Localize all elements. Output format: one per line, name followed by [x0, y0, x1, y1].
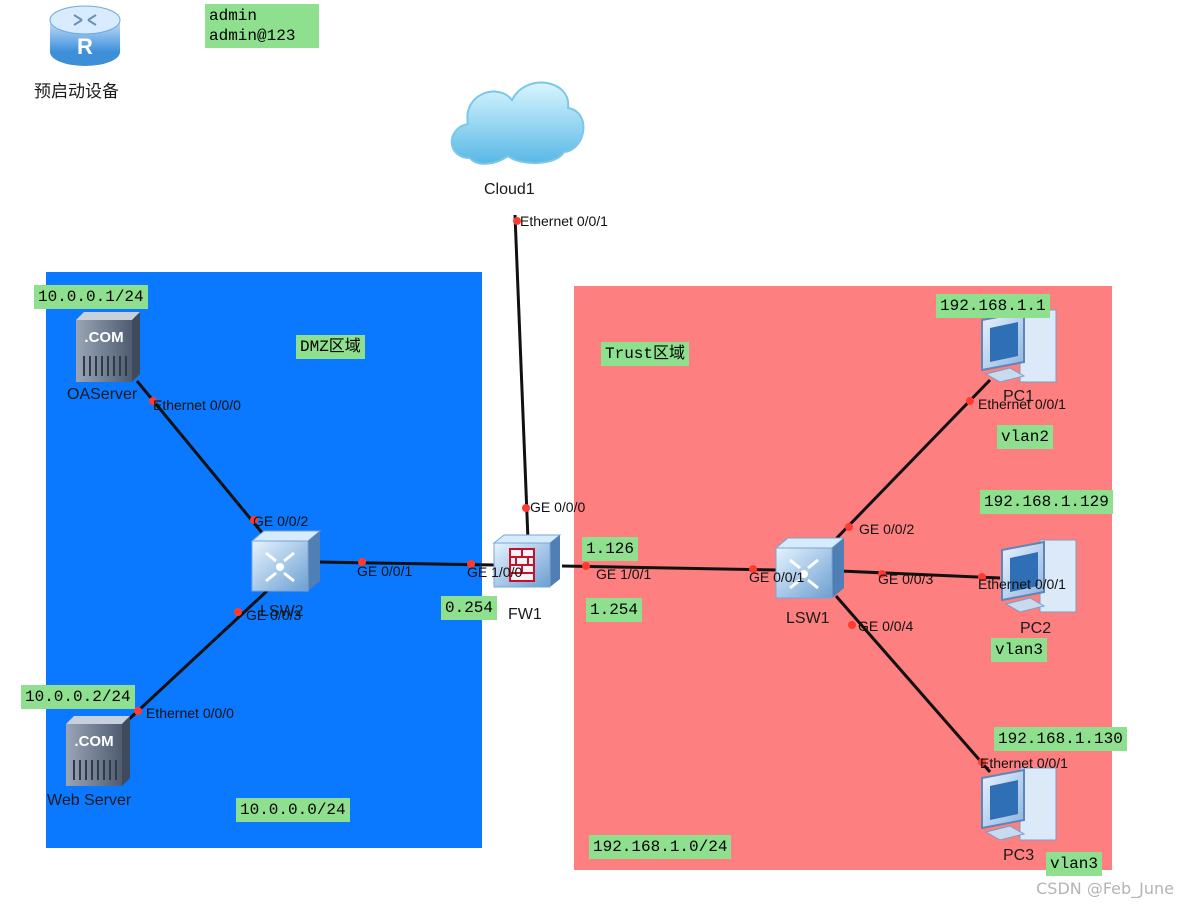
dmz-zone-label: DMZ区域 — [296, 335, 365, 359]
port-dot — [149, 397, 157, 405]
port-dot — [978, 758, 986, 766]
pc2-ip-note: 192.168.1.129 — [980, 490, 1113, 514]
port-label: GE 0/0/1 — [357, 563, 413, 579]
port-label: GE 0/0/0 — [530, 499, 586, 515]
pc2-vlan-note: vlan3 — [991, 638, 1048, 662]
port-label: GE 0/0/1 — [749, 569, 805, 585]
pc1-vlan-note: vlan2 — [997, 425, 1054, 449]
port-dot — [582, 562, 590, 570]
oa-ip-note: 10.0.0.1/24 — [34, 285, 148, 309]
oaserver-label: OAServer — [67, 386, 138, 403]
pc1-label: PC1 — [1003, 388, 1035, 405]
port-label: Ethernet 0/0/0 — [153, 397, 241, 413]
webserver-label: Web Server — [47, 792, 132, 809]
port-label: GE 0/0/3 — [246, 607, 302, 623]
port-label: GE 1/0/1 — [596, 566, 652, 582]
pc3-label: PC3 — [1003, 847, 1035, 864]
port-label: GE 1/0/0 — [467, 564, 523, 580]
links — [124, 214, 1001, 773]
dmz-subnet-note: 10.0.0.0/24 — [236, 798, 350, 822]
port-label: GE 0/0/2 — [859, 521, 915, 537]
cloud1-label: Cloud1 — [484, 181, 535, 198]
port-dot — [467, 560, 475, 568]
lsw2-label: LSW2 — [260, 603, 304, 620]
port-label: Ethernet 0/0/1 — [978, 576, 1066, 592]
trust-subnet-note: 192.168.1.0/24 — [589, 835, 732, 859]
port-dot — [978, 573, 986, 581]
oaserver-icon: .COM — [76, 312, 140, 382]
lsw2-icon — [250, 530, 322, 592]
link-oa-lsw2 — [135, 380, 270, 541]
port-label: GE 0/0/3 — [878, 571, 934, 587]
pc3-icon — [981, 767, 1057, 841]
port-label: Ethernet 0/0/1 — [980, 755, 1068, 771]
link-lsw2-fw — [317, 560, 496, 567]
pc1-icon — [981, 309, 1057, 383]
port-dots — [134, 217, 986, 766]
link-lsw1-pc3 — [834, 595, 992, 773]
port-dot — [234, 608, 242, 616]
watermark: CSDN @Feb_June — [1036, 879, 1174, 898]
fw-trust-ip-note: 1.254 — [586, 598, 643, 622]
credential-user: admin — [209, 7, 258, 25]
port-dot — [513, 217, 521, 225]
cloud-icon — [450, 81, 585, 165]
port-label: GE 0/0/2 — [253, 513, 309, 529]
fw1-icon — [492, 534, 562, 588]
port-dot — [848, 621, 856, 629]
fw-dmz-ip-note: 0.254 — [441, 596, 498, 620]
port-label: GE 0/0/4 — [858, 618, 914, 634]
pc3-vlan-note: vlan3 — [1046, 852, 1103, 876]
web-ip-note: 10.0.0.2/24 — [21, 685, 135, 709]
fw1-label: FW1 — [508, 606, 542, 623]
fw-trust-ip-note: 1.126 — [582, 537, 639, 561]
trust-zone-label: Trust区域 — [601, 342, 690, 366]
port-dot — [250, 516, 258, 524]
link-web-lsw2 — [124, 588, 270, 724]
link-cloud-fw — [513, 214, 530, 541]
link-fw-lsw1 — [561, 564, 779, 572]
webserver-icon: .COM — [66, 716, 130, 786]
router-icon: R — [49, 5, 121, 66]
port-label: Ethernet 0/0/1 — [978, 396, 1066, 412]
port-label: Ethernet 0/0/1 — [520, 213, 608, 229]
lsw1-icon — [774, 537, 846, 599]
pc2-icon — [1001, 539, 1077, 613]
port-dot — [966, 397, 974, 405]
svg-text:.COM: .COM — [84, 329, 123, 346]
port-dot — [845, 523, 853, 531]
svg-text:.COM: .COM — [74, 733, 113, 750]
port-dot — [134, 707, 142, 715]
pc1-ip-note: 192.168.1.1 — [936, 294, 1050, 318]
link-lsw1-pc2 — [839, 569, 1001, 580]
port-dot — [522, 504, 530, 512]
link-lsw1-pc1 — [828, 378, 992, 547]
legend-credentials: admin admin@123 — [205, 4, 319, 48]
port-dot — [878, 570, 886, 578]
legend-device-label: 预启动设备 — [34, 82, 119, 101]
port-dot — [358, 558, 366, 566]
port-label: Ethernet 0/0/0 — [146, 705, 234, 721]
port-dot — [749, 565, 757, 573]
pc2-label: PC2 — [1020, 620, 1052, 637]
svg-text:R: R — [77, 34, 93, 59]
credential-password: admin@123 — [209, 27, 296, 45]
lsw1-label: LSW1 — [786, 610, 830, 627]
pc3-ip-note: 192.168.1.130 — [994, 727, 1127, 751]
